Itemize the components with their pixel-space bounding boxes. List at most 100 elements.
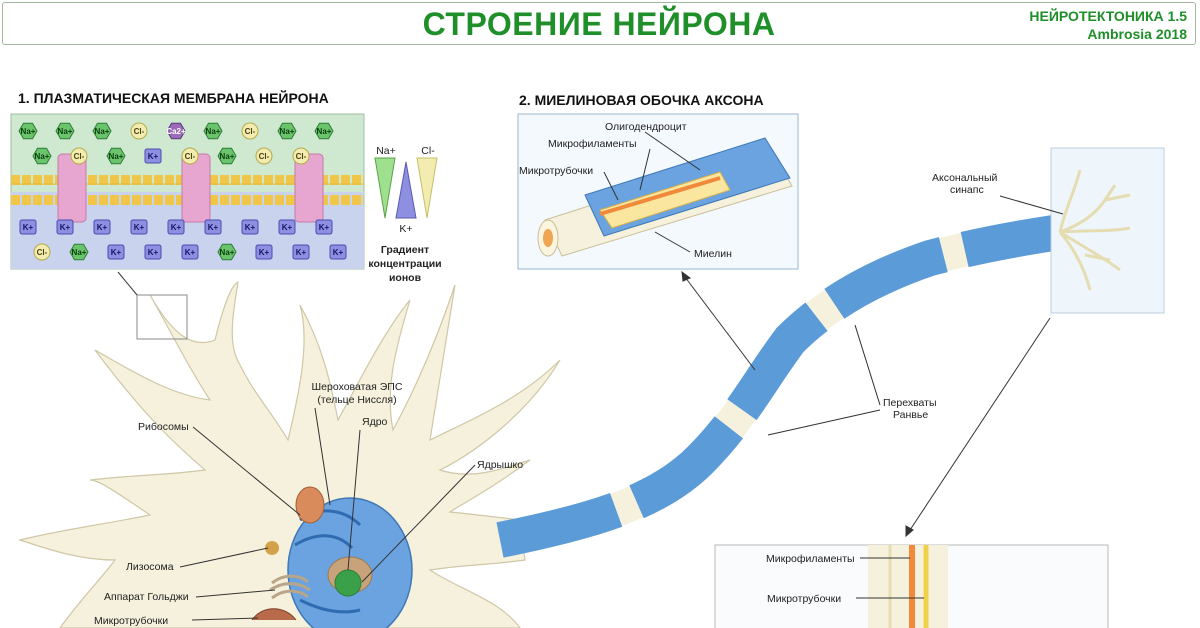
ion-K-minusplus: K+ xyxy=(329,244,347,260)
ion-label: Na+ xyxy=(220,152,235,161)
ion-K-minusplus: K+ xyxy=(130,219,148,235)
ion-label: Cl- xyxy=(185,152,196,161)
inset-fibers xyxy=(868,545,948,628)
ion-label: Cl- xyxy=(245,127,256,136)
ion-K-minusplus: K+ xyxy=(107,244,125,260)
ion-K-minusplus: K+ xyxy=(93,219,111,235)
gradient-caption-2: концентрации xyxy=(368,258,441,270)
ion-label: Na+ xyxy=(35,152,50,161)
ion-label: Na+ xyxy=(220,248,235,257)
ion-Na-minusplus: Na+ xyxy=(277,122,297,140)
golgi-apparatus xyxy=(269,574,311,600)
ion-label: K+ xyxy=(296,248,307,257)
ion-label: Na+ xyxy=(58,127,73,136)
ion-K-minusplus: K+ xyxy=(56,219,74,235)
label-synapse-2: синапс xyxy=(950,184,984,196)
ion-K-minusplus: K+ xyxy=(278,219,296,235)
ion-K-minusplus: K+ xyxy=(255,244,273,260)
ion-K-minusplus: K+ xyxy=(181,244,199,260)
nucleolus xyxy=(334,569,362,597)
gradient-caption-3: ионов xyxy=(389,272,422,284)
ion-label: K+ xyxy=(333,248,344,257)
myelin-segments xyxy=(496,214,1063,558)
label-myelin: Миелин xyxy=(694,248,732,260)
ion-label: Na+ xyxy=(206,127,221,136)
pointer-arrows xyxy=(681,270,1051,538)
ions-outside: Na+ Na+ Na+ Cl- Ca2+ Na+ Cl- Na+ Na+ Na+ Cl- Na+ K+ C… xyxy=(18,122,334,165)
gradient-cl-label: Cl- xyxy=(421,145,435,157)
ion-label: K+ xyxy=(97,223,108,232)
ion-Cl-minus: Cl- xyxy=(255,147,273,165)
ion-K-minusplus: K+ xyxy=(204,219,222,235)
ion-Na-minusplus: Na+ xyxy=(314,122,334,140)
ion-label: K+ xyxy=(23,223,34,232)
label-nucleus: Ядро xyxy=(362,416,388,428)
ion-Cl-minus: Cl- xyxy=(292,147,310,165)
section-2-title: 2. МИЕЛИНОВАЯ ОБОЧКА АКСОНА xyxy=(519,92,764,108)
label-soma-microtubules: Микротрубочки xyxy=(94,615,168,627)
label-ranvier-2: Ранвье xyxy=(893,409,928,421)
neuron-cell xyxy=(17,280,561,628)
inset-label-microfilaments: Микрофиламенты xyxy=(766,553,855,565)
ion-K-minusplus: K+ xyxy=(241,219,259,235)
gradient-na-label: Na+ xyxy=(376,145,396,157)
ion-label: K+ xyxy=(208,223,219,232)
synapse-leader xyxy=(999,195,1064,215)
label-lysosome: Лизосома xyxy=(126,561,174,573)
ion-Cl-minus: Cl- xyxy=(130,122,148,140)
label-oligodendrocyte: Олигодендроцит xyxy=(605,121,687,133)
ion-Na-minusplus: Na+ xyxy=(106,147,126,165)
ion-Na-minusplus: Na+ xyxy=(92,122,112,140)
ion-label: K+ xyxy=(134,223,145,232)
ion-K-minusplus: K+ xyxy=(144,244,162,260)
ion-Cl-minus: Cl- xyxy=(241,122,259,140)
ion-label: K+ xyxy=(60,223,71,232)
section-1-title: 1. ПЛАЗМАТИЧЕСКАЯ МЕМБРАНА НЕЙРОНА xyxy=(18,90,329,106)
series-info: НЕЙРОТЕКТОНИКА 1.5 Ambrosia 2018 xyxy=(1029,7,1187,43)
series-name: НЕЙРОТЕКТОНИКА 1.5 xyxy=(1029,8,1187,24)
inset-label-microtubules: Микротрубочки xyxy=(767,593,841,605)
ion-Na-minusplus: Na+ xyxy=(18,122,38,140)
ion-K-minusplus: K+ xyxy=(167,219,185,235)
ion-label: Na+ xyxy=(95,127,110,136)
ion-Ca2-minusplus: Ca2+ xyxy=(166,122,186,140)
ion-Na-minusplus: Na+ xyxy=(203,122,223,140)
ion-Cl-minus: Cl- xyxy=(33,243,51,261)
ion-label: Cl- xyxy=(37,248,48,257)
ion-label: K+ xyxy=(259,248,270,257)
ion-label: Na+ xyxy=(317,127,332,136)
label-microfilaments: Микрофиламенты xyxy=(548,138,637,150)
ion-label: K+ xyxy=(148,152,159,161)
ion-label: K+ xyxy=(171,223,182,232)
label-nucleolus: Ядрышко xyxy=(477,459,523,471)
ranvier-leaders xyxy=(767,324,881,436)
ion-label: Cl- xyxy=(259,152,270,161)
ion-label: K+ xyxy=(282,223,293,232)
myelin-illustration xyxy=(537,137,793,257)
label-ribosomes: Рибосомы xyxy=(138,421,189,433)
header-bar: СТРОЕНИЕ НЕЙРОНА НЕЙРОТЕКТОНИКА 1.5 Ambr… xyxy=(2,2,1196,45)
ion-label: Na+ xyxy=(280,127,295,136)
ion-Na-minusplus: Na+ xyxy=(217,243,237,261)
mitochondrion xyxy=(295,486,325,524)
ion-K-minusplus: K+ xyxy=(19,219,37,235)
label-microtubules: Микротрубочки xyxy=(519,165,593,177)
ion-label: K+ xyxy=(148,248,159,257)
soma-leaders xyxy=(179,407,476,621)
ion-label: K+ xyxy=(185,248,196,257)
ion-Na-minusplus: Na+ xyxy=(217,147,237,165)
ion-K-minusplus: K+ xyxy=(144,148,162,164)
edition-label: Ambrosia 2018 xyxy=(1087,26,1187,42)
ion-Cl-minus: Cl- xyxy=(70,147,88,165)
ion-label: Cl- xyxy=(134,127,145,136)
myelin-leaders xyxy=(603,131,701,253)
ion-label: Ca2+ xyxy=(166,127,186,136)
label-golgi: Аппарат Гольджи xyxy=(104,591,189,603)
label-synapse-1: Аксональный xyxy=(932,172,998,184)
ion-label: Na+ xyxy=(109,152,124,161)
ion-label: Cl- xyxy=(74,152,85,161)
page-title: СТРОЕНИЕ НЕЙРОНА xyxy=(422,6,776,42)
ion-K-minusplus: K+ xyxy=(292,244,310,260)
ion-label: Na+ xyxy=(21,127,36,136)
